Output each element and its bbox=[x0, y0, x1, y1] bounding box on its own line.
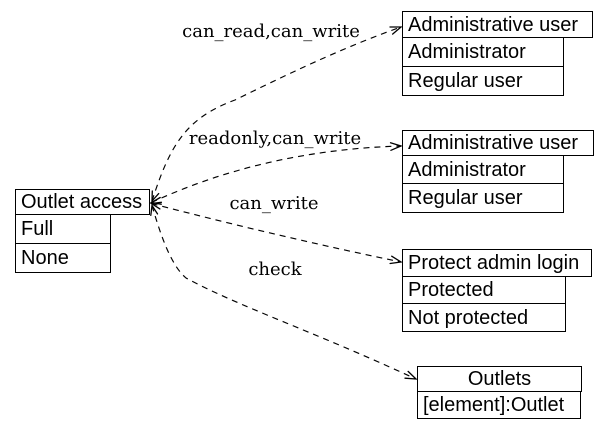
node-administrative-user-middle-title: Administrative user bbox=[402, 130, 594, 156]
node-administrative-user-middle-row-regular-user: Regular user bbox=[402, 184, 564, 213]
node-administrative-user-top-row-regular-user: Regular user bbox=[402, 67, 564, 96]
node-outlet-access-row-none: None bbox=[15, 244, 111, 273]
arrowhead-to-administrative-user-top-icon bbox=[389, 26, 403, 35]
edge-label-can-read-can-write: can_read,can_write bbox=[182, 21, 360, 42]
node-protect-admin-login-row-protected: Protected bbox=[402, 277, 566, 304]
arrowtail-outlet-access-edge4-icon bbox=[150, 203, 159, 217]
edge-can-write-line bbox=[151, 202, 402, 263]
node-outlets-row-element-outlet: [element]:Outlet bbox=[417, 392, 581, 419]
node-outlet-access-row-full: Full bbox=[15, 215, 111, 244]
node-protect-admin-login-row-not-protected: Not protected bbox=[402, 304, 566, 332]
edge-check-line bbox=[151, 205, 417, 380]
node-protect-admin-login-title: Protect admin login bbox=[402, 249, 592, 277]
edge-can-read-can-write-line bbox=[151, 26, 402, 202]
arrowhead-to-administrative-user-middle-icon bbox=[389, 142, 403, 151]
edge-label-readonly-can-write: readonly,can_write bbox=[188, 128, 362, 149]
arrowtail-outlet-access-edge3-icon bbox=[149, 201, 163, 210]
node-administrative-user-top-title: Administrative user bbox=[402, 11, 593, 38]
arrowhead-to-outlets-icon bbox=[404, 370, 418, 380]
edge-label-check: check bbox=[248, 259, 302, 280]
arrowhead-to-protect-admin-login-icon bbox=[389, 255, 403, 265]
edge-readonly-can-write-line bbox=[151, 145, 402, 204]
arrowtail-outlet-access-edge2-icon bbox=[149, 196, 162, 205]
node-outlets-title: Outlets bbox=[417, 366, 582, 392]
node-administrative-user-middle-row-administrator: Administrator bbox=[402, 156, 564, 184]
node-outlet-access-title: Outlet access bbox=[15, 189, 150, 215]
node-administrative-user-top-row-administrator: Administrator bbox=[402, 38, 564, 67]
edge-label-can-write: can_write bbox=[229, 193, 319, 214]
arrowtail-outlet-access-edge1-icon bbox=[151, 190, 160, 203]
